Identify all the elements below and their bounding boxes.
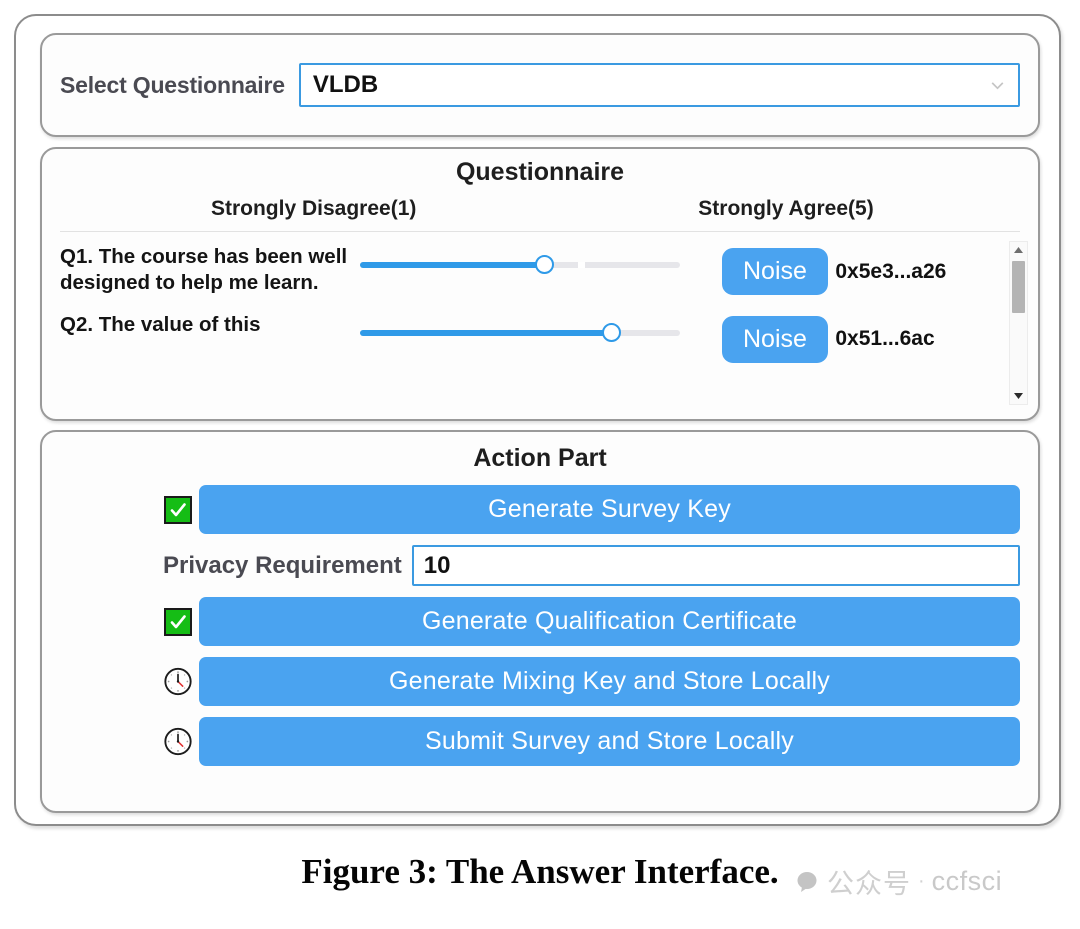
action-row: Generate Mixing Key and Store Locally [60, 657, 1020, 706]
noise-button[interactable]: Noise [722, 248, 828, 295]
action-row: Generate Survey Key [60, 485, 1020, 534]
question-row: Q1. The course has been well designed to… [60, 232, 1032, 296]
select-questionnaire-label: Select Questionnaire [60, 71, 285, 98]
questionnaire-scroll-viewport[interactable]: Q1. The course has been well designed to… [60, 232, 1032, 372]
scale-high-label: Strongly Agree(5) [698, 197, 874, 220]
noise-cell: Noise 0x5e3...a26 [722, 248, 946, 295]
generate-qualification-certificate-button[interactable]: Generate Qualification Certificate [199, 597, 1020, 646]
green-check-icon [164, 607, 192, 636]
slider-fill [360, 329, 612, 336]
status-slot [163, 727, 193, 757]
scale-low-label: Strongly Disagree(1) [210, 197, 417, 220]
privacy-requirement-value: 10 [423, 551, 451, 579]
action-row: Generate Qualification Certificate [60, 597, 1020, 646]
question-text: Q2. The value of this [60, 312, 261, 336]
privacy-requirement-label: Privacy Requirement [163, 551, 402, 579]
generate-mixing-key-button[interactable]: Generate Mixing Key and Store Locally [199, 657, 1020, 706]
privacy-requirement-input[interactable]: 10 [411, 545, 1020, 586]
slider-fill [360, 262, 545, 268]
green-check-icon [164, 495, 192, 524]
privacy-requirement-row: Privacy Requirement 10 [60, 545, 1020, 586]
answer-hash: 0x5e3...a26 [835, 259, 947, 283]
scroll-up-arrow-icon[interactable] [1010, 242, 1027, 258]
submit-survey-button[interactable]: Submit Survey and Store Locally [199, 717, 1020, 766]
action-row: Submit Survey and Store Locally [60, 717, 1020, 766]
action-part-title: Action Part [473, 444, 607, 472]
status-slot [163, 607, 193, 637]
clock-icon [164, 667, 192, 696]
scrollbar-thumb[interactable] [1012, 261, 1025, 313]
status-slot [163, 667, 193, 697]
slider-tick [578, 262, 585, 268]
action-part-panel: Action Part Generate Survey Key Privacy … [40, 430, 1040, 813]
questionnaire-select-value: VLDB [312, 71, 379, 98]
question-slider[interactable] [360, 255, 680, 275]
clock-icon [164, 727, 192, 756]
slider-thumb[interactable] [535, 255, 554, 274]
select-questionnaire-panel: Select Questionnaire VLDB [40, 33, 1040, 137]
question-text: Q1. The course has been well designed to… [60, 245, 348, 294]
questionnaire-select-wrapper: VLDB [298, 63, 1020, 107]
noise-button[interactable]: Noise [722, 315, 828, 363]
slider-thumb[interactable] [602, 322, 621, 342]
answer-hash: 0x51...6ac [835, 327, 935, 351]
app-window-frame: Select Questionnaire VLDB Questionnaire … [14, 14, 1061, 826]
questionnaire-title: Questionnaire [455, 158, 625, 186]
questionnaire-scrollbar[interactable] [1009, 241, 1028, 405]
noise-cell: Noise 0x51...6ac [722, 315, 935, 363]
status-slot [163, 495, 193, 525]
question-row: Q2. The value of this Noise 0x51...6ac [60, 296, 1032, 363]
questionnaire-select[interactable]: VLDB [298, 63, 1020, 107]
questionnaire-divider [60, 231, 1020, 232]
action-rows: Generate Survey Key Privacy Requirement … [42, 485, 1038, 766]
questionnaire-panel: Questionnaire Strongly Disagree(1) Stron… [40, 147, 1040, 421]
scale-legend: Strongly Disagree(1) Strongly Agree(5) [42, 197, 1038, 221]
figure-caption: Figure 3: The Answer Interface. [301, 852, 779, 891]
generate-survey-key-button[interactable]: Generate Survey Key [199, 485, 1020, 534]
question-slider[interactable] [360, 322, 680, 343]
scroll-down-arrow-icon[interactable] [1010, 388, 1027, 404]
